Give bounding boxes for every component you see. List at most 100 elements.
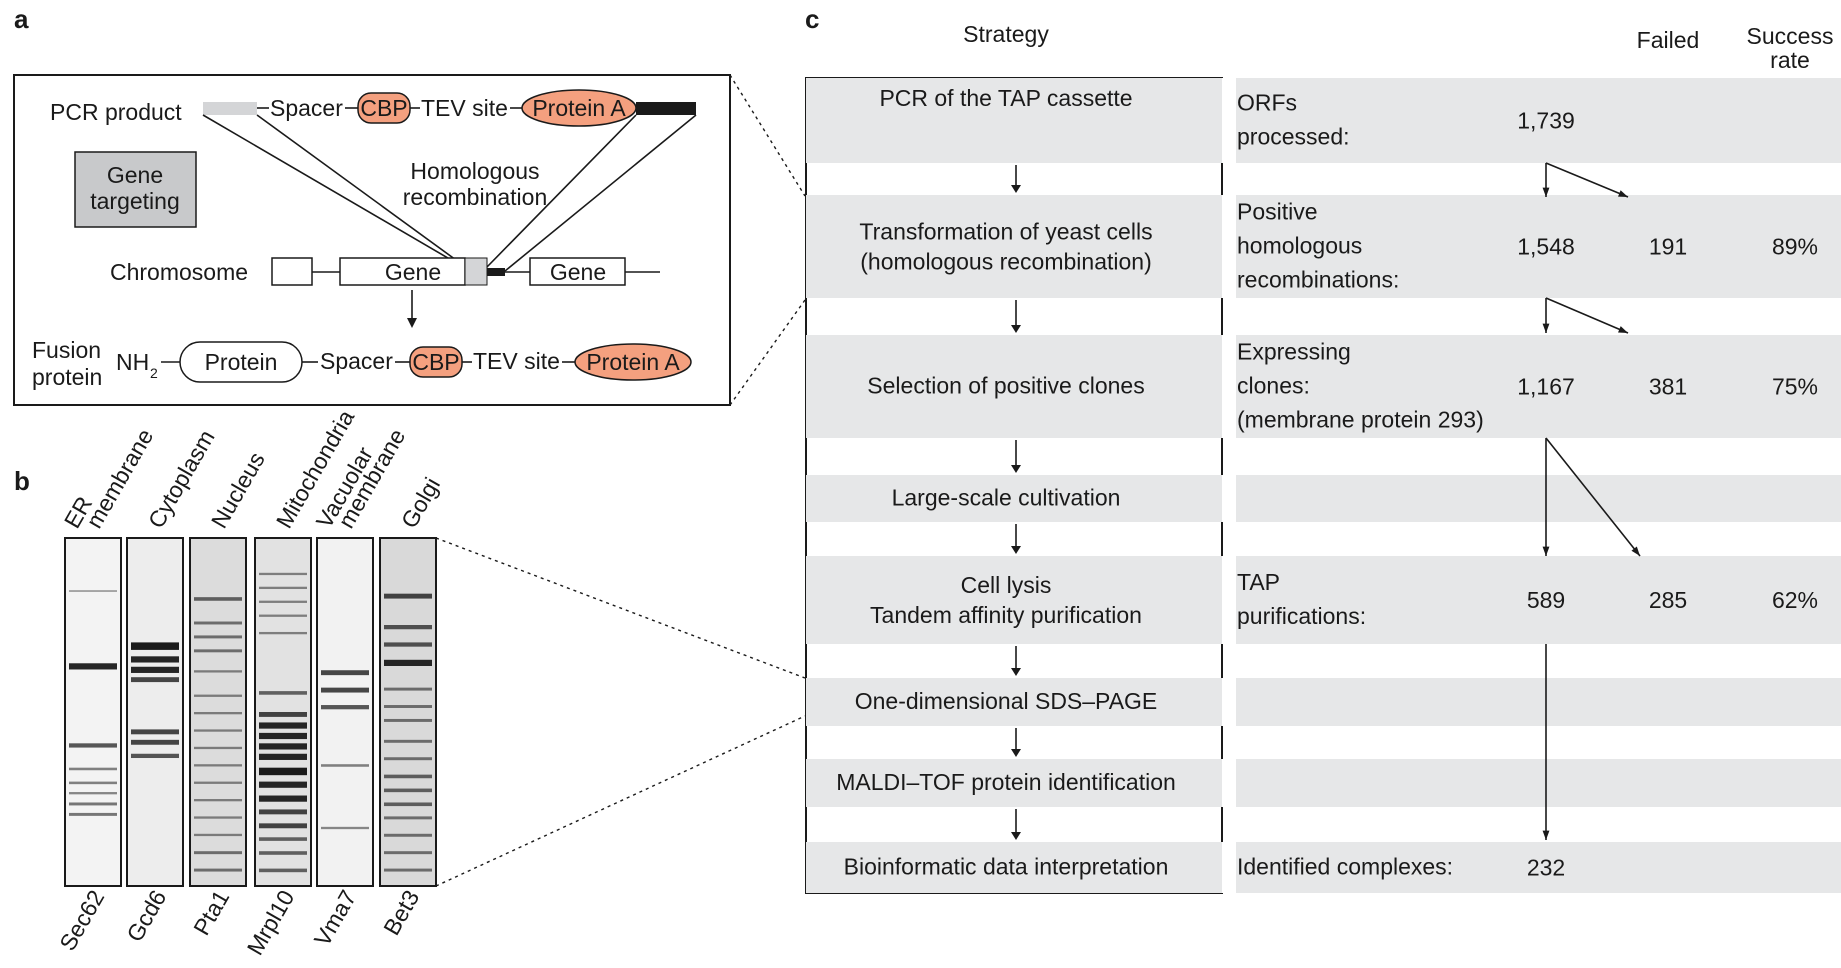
gel-band [321, 705, 369, 710]
arrow-head-icon [1542, 830, 1550, 840]
fusion-cbp-label: CBP [412, 349, 459, 375]
flow-failed: 285 [1649, 587, 1687, 613]
gel-band [259, 572, 307, 576]
fusion-protein-a-label: Protein A [586, 349, 680, 375]
homology-arm-right [636, 102, 696, 115]
flow-step-text: Large-scale cultivation [892, 485, 1121, 511]
gel-band [259, 823, 307, 829]
flow-step-text: Cell lysis [961, 572, 1052, 598]
target-gene-label: Gene [385, 259, 441, 285]
gel-band [384, 868, 432, 872]
gel-band [384, 788, 432, 793]
flow-step-text: MALDI–TOF protein identification [836, 769, 1176, 795]
down-arrow-icon [1011, 325, 1021, 333]
arrow-head-icon [1542, 187, 1550, 197]
gel-band [259, 868, 307, 873]
gel-band [194, 621, 242, 625]
col-failed-header: Failed [1637, 27, 1700, 53]
gel-band [384, 625, 432, 630]
gel-band [259, 631, 307, 635]
flow-result-label: Positive [1237, 199, 1318, 225]
down-arrow-icon [1011, 465, 1021, 473]
gel-band [384, 642, 432, 647]
flow-result-label: processed: [1237, 124, 1350, 150]
flow-result-label: Identified complexes: [1237, 854, 1453, 880]
neighbor-gene-label: Gene [550, 259, 606, 285]
gel-band [384, 816, 432, 820]
flow-result-label: purifications: [1237, 603, 1366, 629]
flow-rate: 75% [1772, 374, 1818, 400]
flow-result-label: ORFs [1237, 90, 1297, 116]
flow-count: 1,167 [1517, 374, 1575, 400]
flow-rate: 89% [1772, 234, 1818, 260]
gel-band [259, 600, 307, 603]
gel-band [259, 732, 307, 740]
lane-header: Golgi [396, 473, 445, 533]
gel-band [384, 593, 432, 599]
flow-step-band [806, 678, 1841, 726]
gel-band [384, 718, 432, 722]
flow-step-band [806, 335, 1841, 438]
flow-step-text: Bioinformatic data interpretation [844, 854, 1169, 880]
flow-step-band [806, 475, 1841, 522]
gel-band [384, 705, 432, 708]
gel-band [259, 722, 307, 729]
panel-a-frame [13, 74, 731, 406]
flow-count: 589 [1527, 587, 1565, 613]
flow-result-label: TAP [1237, 569, 1280, 595]
gel-band [384, 833, 432, 837]
lane-header: Nucleus [206, 448, 270, 533]
gene-targeting-box [74, 151, 197, 228]
flow-step: MALDI–TOF protein identification [806, 759, 1841, 807]
gel-band [194, 729, 242, 732]
target-gene-box [339, 257, 466, 286]
flow-step-text: (homologous recombination) [860, 249, 1152, 275]
gel-band [194, 799, 242, 802]
panel-c: Strategy Failed Success rate PCR of the … [805, 21, 1841, 894]
homology-arm-left [203, 102, 257, 115]
flow-result-label: clones: [1237, 373, 1310, 399]
gel-band [321, 764, 369, 767]
gel-band [259, 743, 307, 750]
gel-band [69, 663, 117, 670]
flow-count: 1,548 [1517, 234, 1575, 260]
lane-protein-label: Vma7 [309, 886, 362, 951]
gel-band [259, 767, 307, 776]
col-success-header-2: rate [1770, 47, 1810, 73]
arrow-head-icon [1631, 546, 1640, 556]
gene-targeting-line1: Gene [107, 162, 163, 188]
cbp-label: CBP [360, 95, 407, 121]
arrow-head-icon [1618, 326, 1628, 333]
flow-step: Bioinformatic data interpretation Identif… [806, 842, 1841, 893]
gel-band [69, 812, 117, 816]
flow-step-text: PCR of the TAP cassette [879, 85, 1132, 111]
homologous-line1: Homologous [410, 158, 539, 184]
down-arrow-icon [407, 318, 417, 328]
homologous-line2: recombination [403, 184, 547, 210]
gel-band [131, 666, 179, 673]
gel-band [69, 590, 117, 592]
flow-result-label: (membrane protein 293) [1237, 407, 1484, 433]
flow-step: Transformation of yeast cells(homologous… [806, 195, 1841, 298]
down-arrow-icon [1011, 185, 1021, 193]
flow-rate: 62% [1772, 587, 1818, 613]
flow-step-band [806, 556, 1841, 644]
gel-band [321, 687, 369, 693]
gel-band [259, 712, 307, 717]
panel-letter-c: c [805, 4, 819, 34]
flow-step-band [806, 195, 1841, 298]
gel-band [384, 802, 432, 807]
lane-protein-label: Pta1 [188, 886, 234, 940]
gel-band [259, 795, 307, 802]
protein-label: Protein [205, 349, 278, 375]
spacer-label: Spacer [270, 95, 343, 121]
tev-site-label: TEV site [421, 95, 508, 121]
down-arrow-icon [1011, 832, 1021, 840]
chromosome-left-gene [271, 257, 313, 286]
gel-band [384, 659, 432, 666]
flow-step-text: One-dimensional SDS–PAGE [855, 688, 1158, 714]
arrow-head-icon [1618, 190, 1628, 197]
gel-band [131, 677, 179, 683]
gel-band [384, 757, 432, 761]
